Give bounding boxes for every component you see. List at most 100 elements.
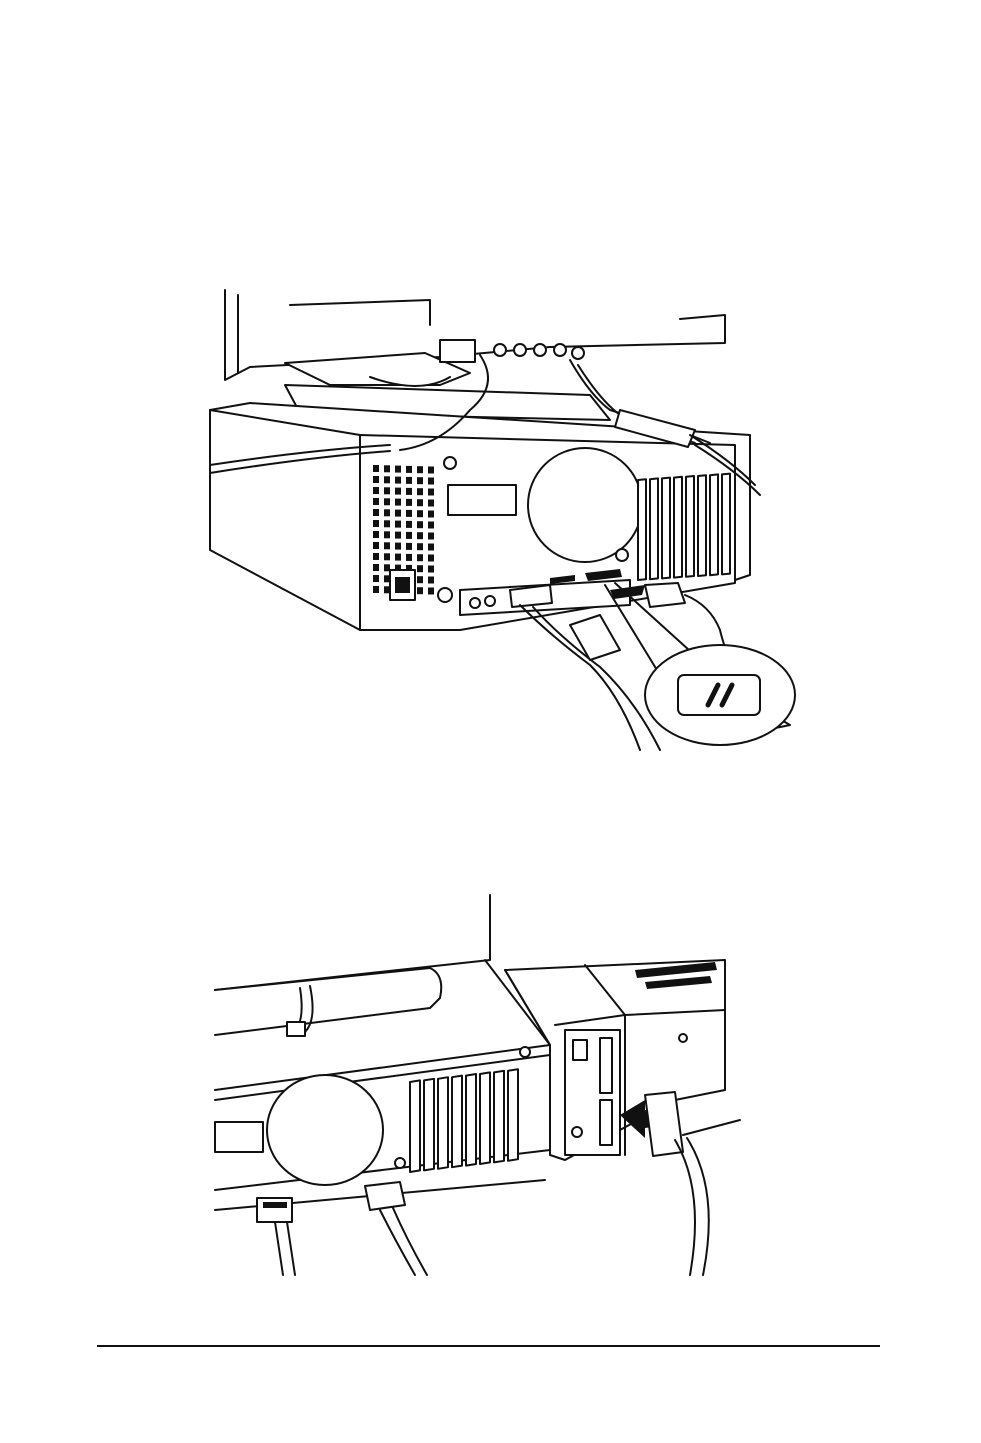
vent-hole xyxy=(417,565,423,572)
vent-hole xyxy=(417,466,423,473)
vent-hole xyxy=(373,553,379,560)
vent-hole xyxy=(395,521,401,528)
vent-hole xyxy=(395,543,401,550)
vent-hole xyxy=(406,554,412,561)
vent-hole xyxy=(373,487,379,494)
vent-hole xyxy=(373,531,379,538)
vent-hole xyxy=(428,588,434,595)
expansion-slot xyxy=(638,479,646,580)
fan-grille xyxy=(267,1075,383,1185)
vent-hole xyxy=(384,520,390,527)
expansion-slot xyxy=(662,478,670,579)
vent-hole xyxy=(384,476,390,483)
vent-hole xyxy=(395,510,401,517)
vent-hole xyxy=(384,465,390,472)
monitor-base xyxy=(215,968,441,1035)
vent-hole xyxy=(395,477,401,484)
expansion-slot xyxy=(674,477,682,578)
vent-hole xyxy=(417,499,423,506)
vent-hole xyxy=(395,554,401,561)
vent-hole xyxy=(373,509,379,516)
expansion-slot xyxy=(438,1077,448,1169)
vent-hole xyxy=(428,511,434,518)
vent-hole xyxy=(373,520,379,527)
vent-hole xyxy=(417,554,423,561)
expansion-slot xyxy=(650,478,658,579)
vent-hole xyxy=(417,521,423,528)
screw-icon xyxy=(616,549,628,561)
expansion-slots xyxy=(410,1069,518,1172)
vent-hole xyxy=(417,587,423,594)
vent-hole xyxy=(395,499,401,506)
vent-hole xyxy=(428,544,434,551)
monitor-video-connector xyxy=(510,585,552,607)
vent-hole xyxy=(373,476,379,483)
vent-hole xyxy=(428,500,434,507)
vent-hole xyxy=(428,478,434,485)
video-cable-ferrite xyxy=(570,615,620,660)
vent-hole xyxy=(428,467,434,474)
vent-hole xyxy=(417,532,423,539)
vent-hole xyxy=(395,488,401,495)
vent-hole xyxy=(373,575,379,582)
monitor-video-connector xyxy=(257,1198,292,1222)
vent-hole xyxy=(395,466,401,473)
vent-hole xyxy=(417,477,423,484)
expansion-slot xyxy=(494,1071,504,1163)
expansion-slot xyxy=(480,1072,490,1164)
monitor-and-system-unit-rear-illustration xyxy=(190,285,810,755)
expansion-slot xyxy=(466,1074,476,1166)
vent-hole xyxy=(428,566,434,573)
system-unit-side xyxy=(210,410,360,630)
vent-hole xyxy=(384,498,390,505)
expansion-slot xyxy=(452,1076,462,1168)
vent-hole xyxy=(428,522,434,529)
vent-hole xyxy=(395,532,401,539)
vent-hole xyxy=(406,543,412,550)
vent-hole xyxy=(428,577,434,584)
vent-hole xyxy=(384,531,390,538)
vent-hole xyxy=(384,487,390,494)
parallel-printer-connector xyxy=(365,1182,405,1210)
printer-cable xyxy=(687,1138,709,1275)
expansion-slot xyxy=(698,475,706,576)
vent-hole xyxy=(417,510,423,517)
printer-cable-connector xyxy=(645,1092,683,1156)
vent-hole xyxy=(384,542,390,549)
vent-hole xyxy=(384,553,390,560)
vent-hole xyxy=(428,555,434,562)
vent-hole xyxy=(406,499,412,506)
vent-hole xyxy=(373,498,379,505)
vent-hole xyxy=(406,466,412,473)
vent-hole xyxy=(373,586,379,593)
vent-hole xyxy=(406,488,412,495)
expansion-slot xyxy=(410,1080,420,1172)
printer-connection-illustration xyxy=(205,890,750,1275)
monitor-power-port xyxy=(440,340,475,362)
vent-hole xyxy=(406,477,412,484)
vent-hole xyxy=(417,488,423,495)
vent-hole xyxy=(406,510,412,517)
expansion-slot xyxy=(424,1079,434,1171)
expansion-slot xyxy=(722,474,730,575)
footer-rule xyxy=(97,1345,880,1347)
expansion-slot xyxy=(710,474,718,575)
monitor-connection-figure xyxy=(190,285,810,755)
serial-port xyxy=(600,1038,612,1093)
vent-hole xyxy=(373,465,379,472)
parallel-port xyxy=(600,1100,612,1145)
vent-hole xyxy=(373,542,379,549)
label-plate xyxy=(448,485,516,515)
expansion-slot xyxy=(508,1069,518,1161)
screw-icon xyxy=(444,457,456,469)
vent-hole xyxy=(417,576,423,583)
expansion-slot xyxy=(686,476,694,577)
vent-hole xyxy=(373,564,379,571)
vent-hole xyxy=(428,489,434,496)
printer-connection-figure xyxy=(205,890,750,1275)
fan-grille xyxy=(528,448,642,562)
screw-icon xyxy=(438,588,452,602)
vent-hole xyxy=(428,533,434,540)
vent-hole xyxy=(406,521,412,528)
vent-hole xyxy=(417,543,423,550)
